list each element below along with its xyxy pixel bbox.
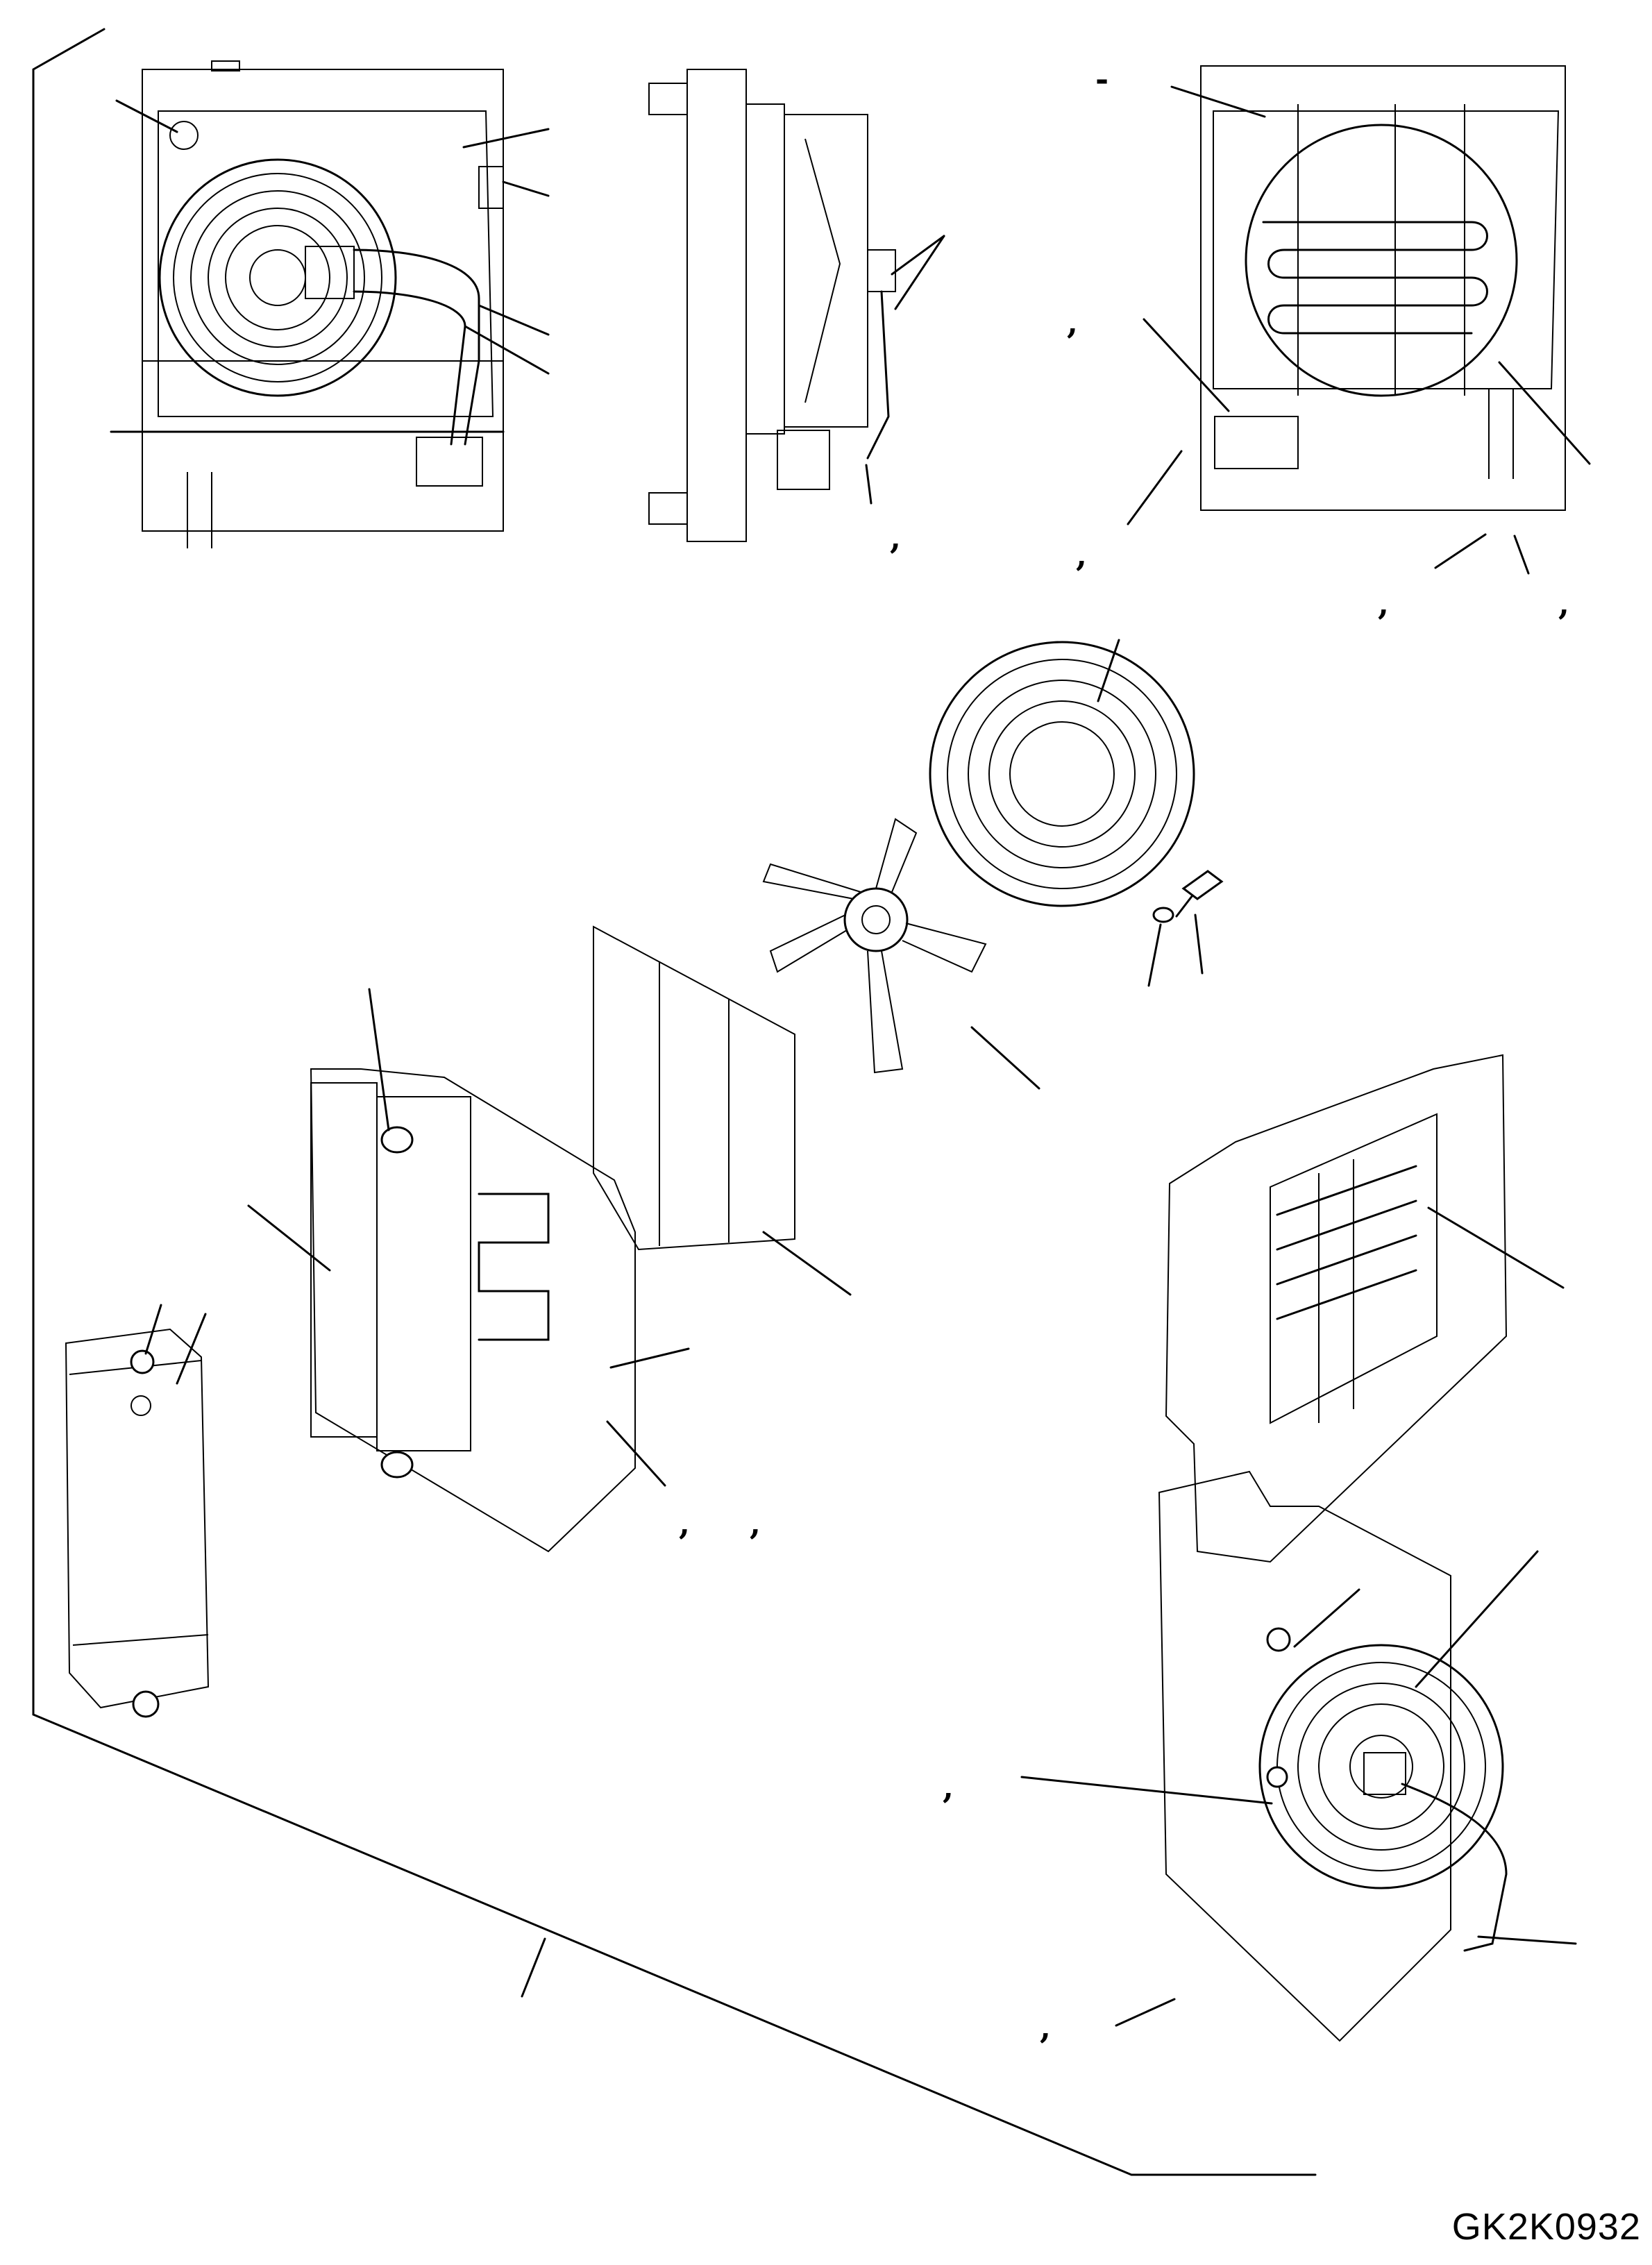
- separator-glyph: -: [1095, 60, 1109, 98]
- side-view: [648, 69, 945, 542]
- separator-glyph: ,: [1076, 536, 1087, 573]
- assembly-bracket: [32, 28, 1317, 2176]
- separator-glyph: ,: [890, 519, 901, 556]
- rear-view: [1127, 65, 1591, 575]
- separator-glyph: ,: [679, 1504, 690, 1542]
- fan-motor-assembly: [1020, 1470, 1577, 2042]
- front-view: [110, 60, 550, 548]
- fan-guard: [929, 639, 1195, 907]
- separator-glyph: ,: [1067, 303, 1078, 341]
- radiator-core: [65, 1304, 210, 1718]
- core-assembly-right: [1165, 1054, 1565, 1563]
- separator-glyph: ,: [1558, 584, 1569, 622]
- core-assembly-left: [247, 988, 690, 1553]
- washer-bolt: [1147, 870, 1224, 987]
- net-screen: [593, 925, 852, 1296]
- separator-glyph: ,: [943, 1768, 954, 1805]
- fan-blade: [762, 818, 1040, 1090]
- separator-glyph: ,: [1378, 584, 1389, 622]
- separator-glyph: ,: [1040, 2008, 1051, 2046]
- separator-glyph: ,: [750, 1504, 761, 1542]
- drawing-id-label: GK2K0932: [1451, 2206, 1641, 2248]
